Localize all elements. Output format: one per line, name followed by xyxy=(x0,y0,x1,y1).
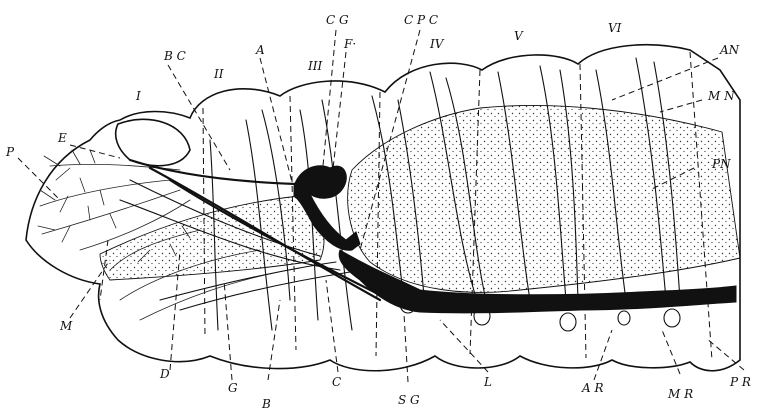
label-sg: S G xyxy=(398,393,420,407)
posterior-stippled-area xyxy=(348,105,740,292)
label-c: C xyxy=(332,375,341,389)
segment-label-2: II xyxy=(213,67,224,81)
label-b: B xyxy=(261,397,271,411)
label-a: A xyxy=(255,43,265,57)
label-e: E xyxy=(57,131,67,145)
segment-label-3: III xyxy=(307,59,322,73)
label-cg: C G xyxy=(326,13,349,27)
label-an: AN xyxy=(719,43,740,57)
label-l: L xyxy=(483,375,492,389)
segment-label-4: IV xyxy=(429,37,445,51)
label-mr: M R xyxy=(667,387,693,401)
label-ar: A R xyxy=(581,381,604,395)
label-cpc: C P C xyxy=(404,13,438,27)
label-d: D xyxy=(159,367,170,381)
label-pn: PN xyxy=(711,157,731,171)
label-p: P xyxy=(5,145,15,159)
label-f: F· xyxy=(343,37,356,51)
segment-label-1: I xyxy=(135,89,141,103)
label-g: G xyxy=(228,381,238,395)
label-bc: B C xyxy=(163,49,186,63)
label-mn: M N xyxy=(707,89,735,103)
segment-label-5: V xyxy=(514,29,524,43)
label-pr: P R xyxy=(729,375,751,389)
label-m: M xyxy=(59,319,73,333)
segment-label-6: VI xyxy=(608,21,622,35)
